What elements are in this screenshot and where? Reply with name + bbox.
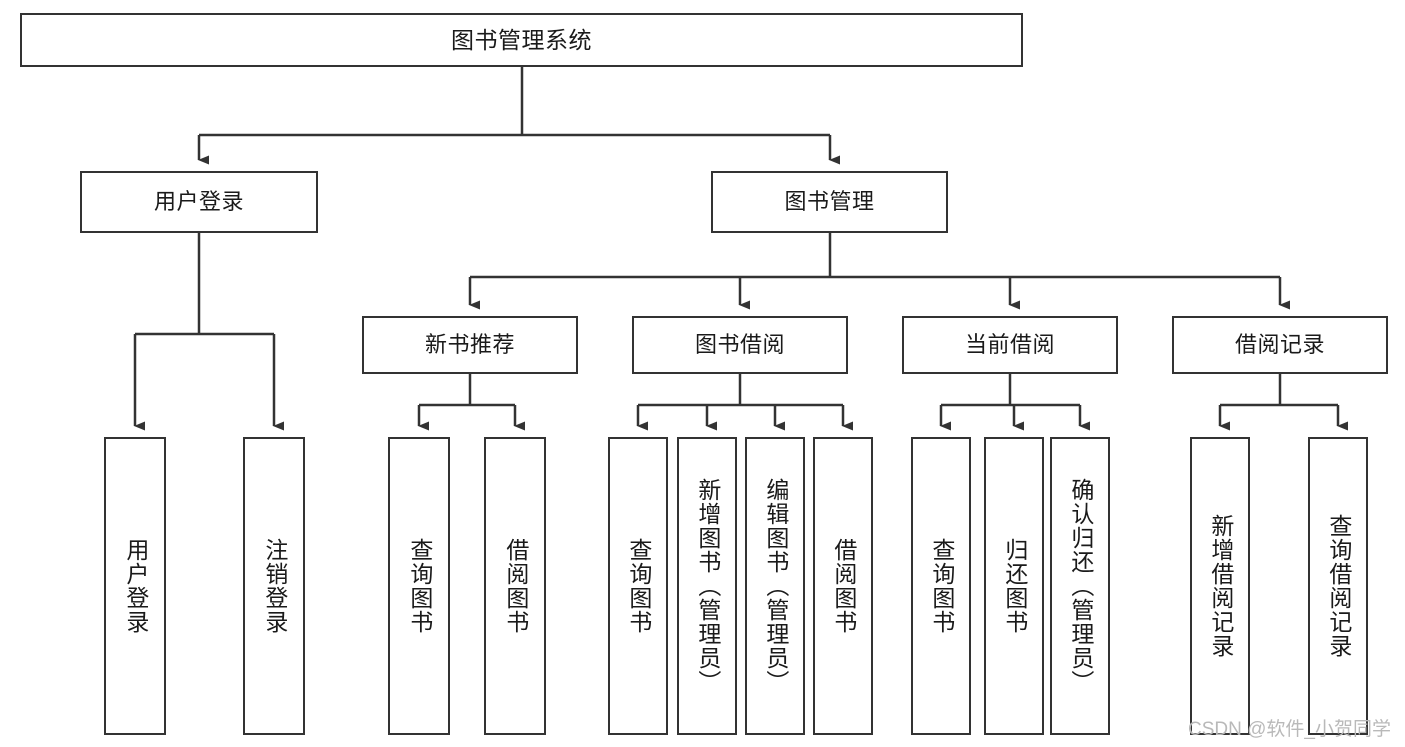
node-label: 查询图书 [406,538,433,634]
node-label: 归还图书 [1001,538,1028,634]
node-newrec[interactable]: 新书推荐 [362,316,578,374]
node-leaf-borrow-2[interactable]: 新增图书（管理员） [677,437,737,735]
node-label: 编辑图书（管理员） [762,478,789,694]
node-leaf-login-2[interactable]: 注销登录 [243,437,305,735]
node-leaf-borrow-1[interactable]: 查询图书 [608,437,668,735]
node-leaf-borrow-3[interactable]: 编辑图书（管理员） [745,437,805,735]
node-leaf-history-2[interactable]: 查询借阅记录 [1308,437,1368,735]
node-leaf-current-3[interactable]: 确认归还（管理员） [1050,437,1110,735]
node-current[interactable]: 当前借阅 [902,316,1118,374]
node-leaf-history-1[interactable]: 新增借阅记录 [1190,437,1250,735]
node-login[interactable]: 用户登录 [80,171,318,233]
node-label: 图书管理 [784,189,875,215]
node-leaf-current-1[interactable]: 查询图书 [911,437,971,735]
node-label: 借阅图书 [830,538,857,634]
node-label: 查询图书 [928,538,955,634]
node-label: 借阅记录 [1234,332,1325,358]
node-label: 当前借阅 [964,332,1055,358]
node-leaf-login-1[interactable]: 用户登录 [104,437,166,735]
node-label: 借阅图书 [502,538,529,634]
node-label: 新增借阅记录 [1207,514,1234,658]
node-label: 查询借阅记录 [1325,514,1352,658]
node-borrow[interactable]: 图书借阅 [632,316,848,374]
node-label: 图书管理系统 [451,26,592,53]
node-label: 确认归还（管理员） [1067,478,1094,694]
node-root[interactable]: 图书管理系统 [20,13,1023,67]
node-label: 新增图书（管理员） [694,478,721,694]
node-leaf-borrow-4[interactable]: 借阅图书 [813,437,873,735]
node-leaf-newrec-2[interactable]: 借阅图书 [484,437,546,735]
node-history[interactable]: 借阅记录 [1172,316,1388,374]
node-bookmgmt[interactable]: 图书管理 [711,171,948,233]
node-leaf-current-2[interactable]: 归还图书 [984,437,1044,735]
node-leaf-newrec-1[interactable]: 查询图书 [388,437,450,735]
node-label: 用户登录 [122,538,149,634]
node-label: 查询图书 [625,538,652,634]
node-label: 新书推荐 [424,332,515,358]
watermark-label: CSDN @软件_小贺同学 [1188,719,1391,740]
node-label: 注销登录 [261,538,288,634]
node-label: 图书借阅 [694,332,785,358]
node-label: 用户登录 [153,189,244,215]
